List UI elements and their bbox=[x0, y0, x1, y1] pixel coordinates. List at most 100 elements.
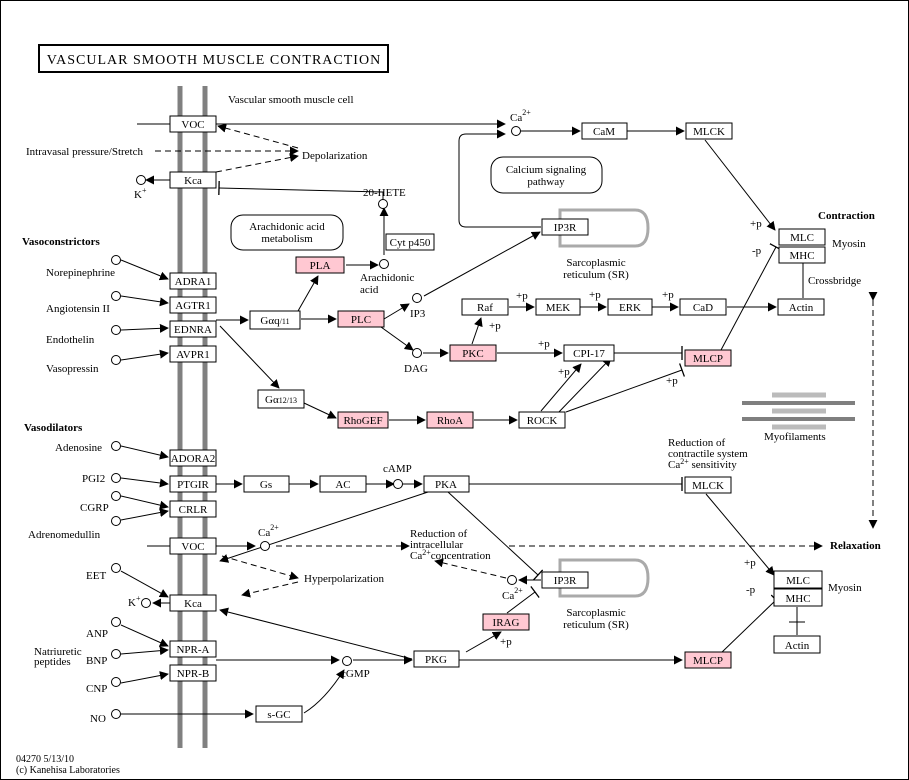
node-g1213: Gα12/13 bbox=[265, 394, 297, 406]
compound-k-top[interactable] bbox=[136, 175, 146, 185]
node-mhc-box[interactable] bbox=[778, 246, 826, 264]
label-stretch: Intravasal pressure/Stretch bbox=[26, 146, 143, 158]
node-cyp450-box[interactable] bbox=[385, 233, 435, 251]
compound-camp[interactable] bbox=[393, 479, 403, 489]
compound-ip3[interactable] bbox=[412, 293, 422, 303]
label-plus-p-3: +p bbox=[589, 289, 601, 301]
compound-norepinephrine[interactable] bbox=[111, 255, 121, 265]
label-depolarization: Depolarization bbox=[302, 150, 368, 162]
node-adora2-box[interactable] bbox=[169, 449, 217, 467]
node-sgc-box[interactable] bbox=[255, 705, 303, 723]
node-mlck-box[interactable] bbox=[685, 122, 733, 140]
compound-arachidonic-acid[interactable] bbox=[379, 259, 389, 269]
node-mlcp: MLCP bbox=[693, 353, 723, 365]
node-ip3r2: IP3R bbox=[554, 575, 577, 587]
compound-pgi2[interactable] bbox=[111, 473, 121, 483]
compound-ca-mid[interactable] bbox=[260, 541, 270, 551]
node-ip3r-box[interactable] bbox=[541, 218, 589, 236]
node-mlcp2-box[interactable] bbox=[684, 651, 732, 669]
node-mek-box[interactable] bbox=[535, 298, 581, 316]
compound-cgmp[interactable] bbox=[342, 656, 352, 666]
compound-bnp[interactable] bbox=[111, 649, 121, 659]
compound-circles bbox=[111, 126, 521, 719]
compound-ca-sr[interactable] bbox=[507, 575, 517, 585]
node-crlr-box[interactable] bbox=[169, 500, 217, 518]
node-pla-box[interactable] bbox=[295, 256, 345, 274]
node-ednra-box[interactable] bbox=[169, 320, 217, 338]
node-rock-box[interactable] bbox=[518, 411, 566, 429]
node-pka-box[interactable] bbox=[423, 475, 470, 493]
compound-adenosine[interactable] bbox=[111, 441, 121, 451]
compound-endothelin[interactable] bbox=[111, 325, 121, 335]
node-irag-box[interactable] bbox=[482, 613, 530, 631]
node-g1213-box[interactable] bbox=[257, 389, 305, 409]
compound-vasopressin[interactable] bbox=[111, 355, 121, 365]
node-kca2-box[interactable] bbox=[169, 594, 217, 612]
label-k-bottom: K+ bbox=[128, 594, 141, 609]
node-voc2-box[interactable] bbox=[169, 537, 217, 555]
label-hyperpolarization: Hyperpolarization bbox=[304, 573, 385, 585]
node-gaq-box[interactable] bbox=[249, 310, 301, 330]
node-erk-box[interactable] bbox=[607, 298, 653, 316]
compound-adrenomedullin[interactable] bbox=[111, 516, 121, 526]
compound-ca-top[interactable] bbox=[511, 126, 521, 136]
node-mlck2-box[interactable] bbox=[684, 476, 732, 494]
label-pgi2: PGI2 bbox=[82, 473, 105, 485]
node-cam-box[interactable] bbox=[581, 122, 628, 140]
node-agtr1-box[interactable] bbox=[169, 296, 217, 314]
compound-eet[interactable] bbox=[111, 563, 121, 573]
node-raf-box[interactable] bbox=[461, 298, 509, 316]
node-mlc: MLC bbox=[790, 232, 814, 244]
node-actin2-box[interactable] bbox=[773, 635, 821, 654]
compound-anp[interactable] bbox=[111, 617, 121, 627]
label-camp: cAMP bbox=[383, 463, 412, 475]
node-pkc-box[interactable] bbox=[449, 344, 497, 362]
compound-cgrp[interactable] bbox=[111, 491, 121, 501]
node-ip3r2-box[interactable] bbox=[541, 571, 589, 589]
node-mlc-box[interactable] bbox=[778, 228, 826, 246]
node-irag: IRAG bbox=[493, 617, 520, 629]
compound-20hete[interactable] bbox=[378, 199, 388, 209]
compound-k-bottom[interactable] bbox=[141, 598, 151, 608]
node-mlcp-box[interactable] bbox=[684, 349, 732, 367]
compound-dag[interactable] bbox=[412, 348, 422, 358]
node-raf: Raf bbox=[477, 302, 493, 314]
node-avpr1-box[interactable] bbox=[169, 345, 217, 363]
compound-no[interactable] bbox=[111, 709, 121, 719]
node-nprb-box[interactable] bbox=[169, 664, 217, 682]
title-box bbox=[38, 44, 389, 73]
node-npra-box[interactable] bbox=[169, 640, 217, 658]
node-ac-box[interactable] bbox=[319, 475, 367, 493]
compound-cnp[interactable] bbox=[111, 677, 121, 687]
map-calcium-signaling[interactable] bbox=[490, 156, 603, 194]
node-mlc2-box[interactable] bbox=[773, 570, 823, 589]
label-anp: ANP bbox=[86, 628, 108, 640]
nodes: VOC Kca ADRA1 AGTR1 EDNRA AVPR1 Gαq/11 P… bbox=[169, 115, 826, 723]
node-kca-box[interactable] bbox=[169, 171, 217, 189]
node-pka: PKA bbox=[435, 479, 457, 491]
node-ptgir-box[interactable] bbox=[169, 475, 217, 493]
node-cad-box[interactable] bbox=[679, 298, 727, 316]
label-plus-p-2: +p bbox=[516, 290, 528, 302]
node-adra1-box[interactable] bbox=[169, 272, 217, 290]
node-actin-box[interactable] bbox=[777, 298, 825, 316]
map-arachidonic-acid[interactable] bbox=[230, 214, 344, 251]
node-cpi17-box[interactable] bbox=[563, 344, 615, 362]
node-rhoa-box[interactable] bbox=[426, 411, 474, 429]
compound-angiotensin[interactable] bbox=[111, 291, 121, 301]
label-angiotensin: Angiotensin II bbox=[46, 303, 110, 315]
node-rhogef-box[interactable] bbox=[337, 411, 389, 429]
node-mhc2: MHC bbox=[785, 593, 810, 605]
node-voc-box[interactable] bbox=[169, 115, 217, 133]
node-gs-box[interactable] bbox=[243, 475, 290, 493]
label-cgrp: CGRP bbox=[80, 502, 109, 514]
node-pkg-box[interactable] bbox=[413, 650, 460, 668]
node-mhc2-box[interactable] bbox=[773, 588, 823, 607]
node-crlr: CRLR bbox=[179, 504, 208, 516]
node-plc-box[interactable] bbox=[337, 310, 385, 328]
node-actin2: Actin bbox=[785, 640, 810, 652]
